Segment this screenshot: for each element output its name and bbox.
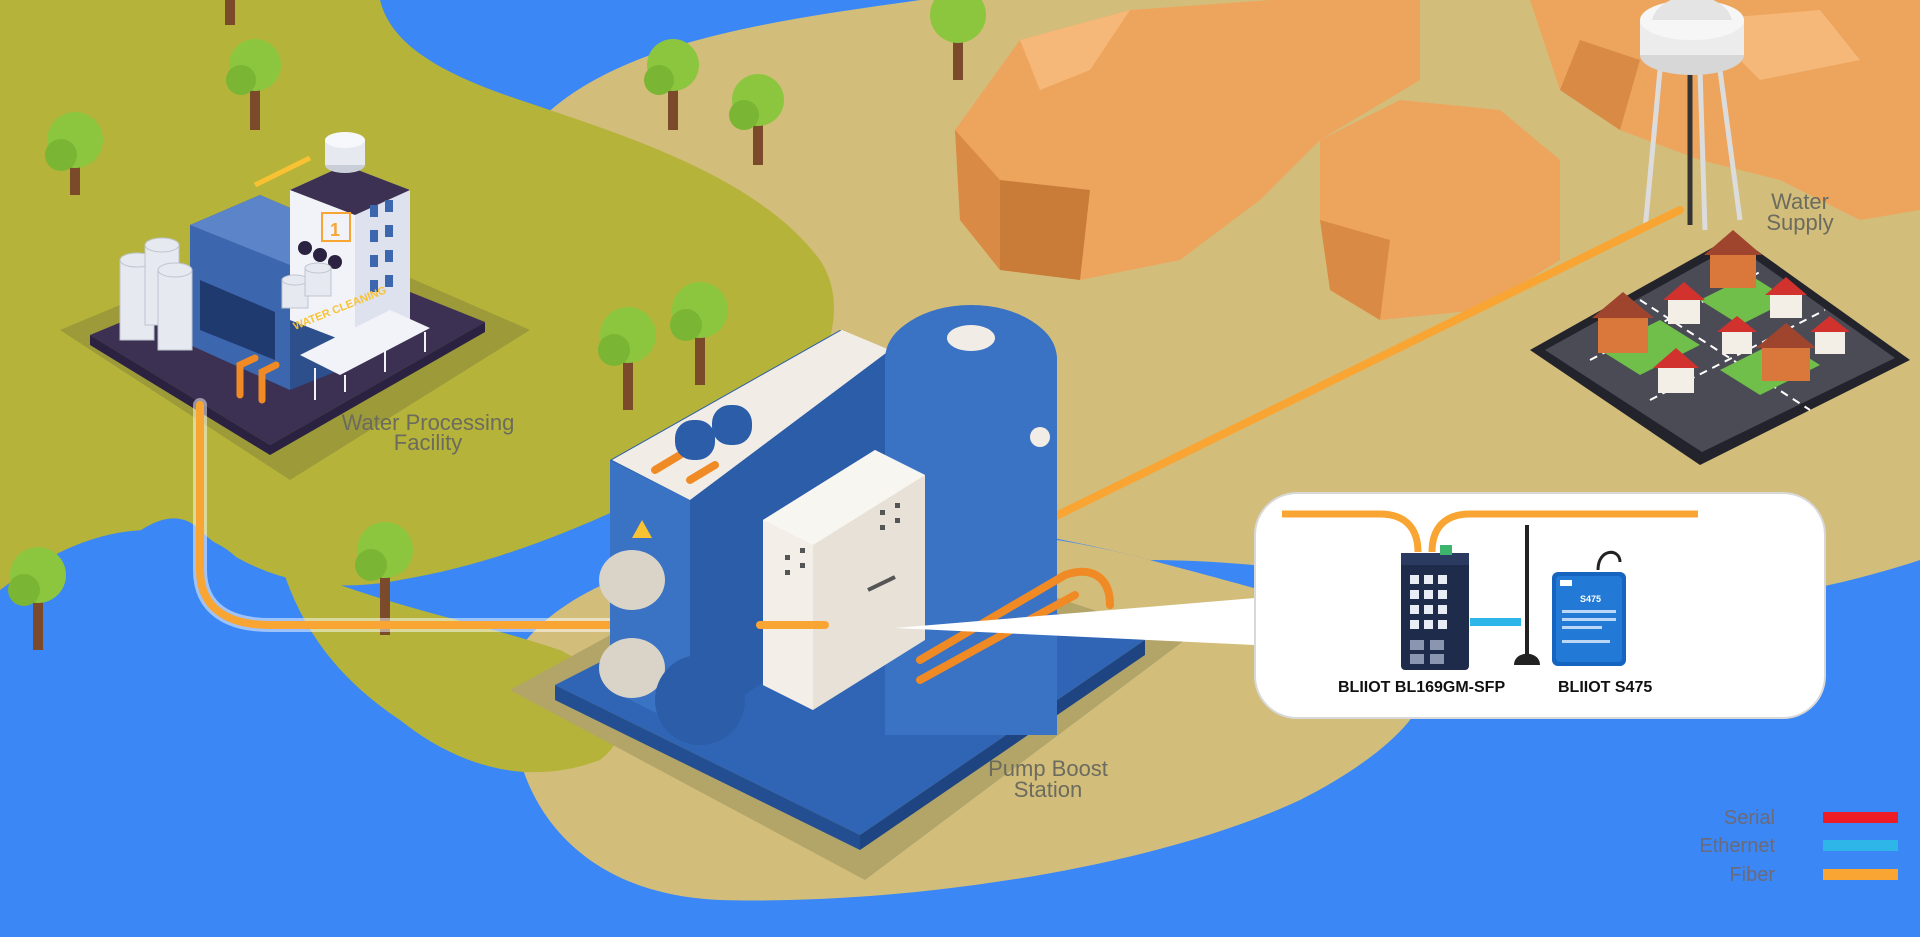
- town-water-supply: [1530, 230, 1910, 465]
- device-callout: S475 BLIIOT BL169GM-SFP BLIIOT S475: [1254, 492, 1826, 719]
- label-water-supply: Water Supply: [1766, 189, 1833, 235]
- legend-label-serial: Serial: [1724, 807, 1775, 829]
- water-tower: [1640, 0, 1744, 231]
- legend-swatch-fiber: [1823, 869, 1898, 880]
- legend-label-ethernet: Ethernet: [1699, 835, 1775, 857]
- callout-pointer: [895, 598, 1255, 645]
- switch-device: [1401, 545, 1469, 670]
- grass-tongue: [280, 560, 621, 773]
- label-water-supply-line1: Water: [1771, 189, 1829, 214]
- label-water-processing: Water Processing Facility: [342, 410, 515, 455]
- label-pump-boost-line1: Pump Boost: [988, 756, 1108, 781]
- callout-fiber-right: [1428, 510, 1698, 553]
- pump-boost-station: [510, 305, 1185, 880]
- rock-cliffs: [955, 0, 1920, 320]
- legend-label-fiber: Fiber: [1729, 864, 1775, 886]
- legend-item-fiber: Fiber: [1729, 864, 1898, 886]
- trees: [8, 0, 986, 650]
- legend: Serial Ethernet Fiber: [1699, 807, 1898, 886]
- router-label: BLIIOT S475: [1558, 679, 1652, 696]
- legend-item-serial: Serial: [1724, 807, 1898, 829]
- building-number: 1: [330, 220, 340, 240]
- label-water-processing-line1: Water Processing: [342, 410, 515, 435]
- water-processing-facility: 1 WATER CLEANING: [60, 132, 530, 480]
- legend-swatch-serial: [1823, 812, 1898, 823]
- router-device: S475: [1552, 551, 1626, 666]
- label-water-processing-line2: Facility: [394, 430, 462, 455]
- label-water-supply-line2: Supply: [1766, 210, 1833, 235]
- label-pump-boost: Pump Boost Station: [988, 756, 1108, 802]
- switch-label: BLIIOT BL169GM-SFP: [1338, 679, 1505, 696]
- callout-fiber-left: [1282, 510, 1422, 553]
- router-model-text: S475: [1580, 594, 1601, 604]
- label-pump-boost-line2: Station: [1014, 777, 1083, 802]
- antenna-icon: [1514, 525, 1540, 665]
- legend-swatch-ethernet: [1823, 840, 1898, 851]
- legend-item-ethernet: Ethernet: [1699, 835, 1898, 857]
